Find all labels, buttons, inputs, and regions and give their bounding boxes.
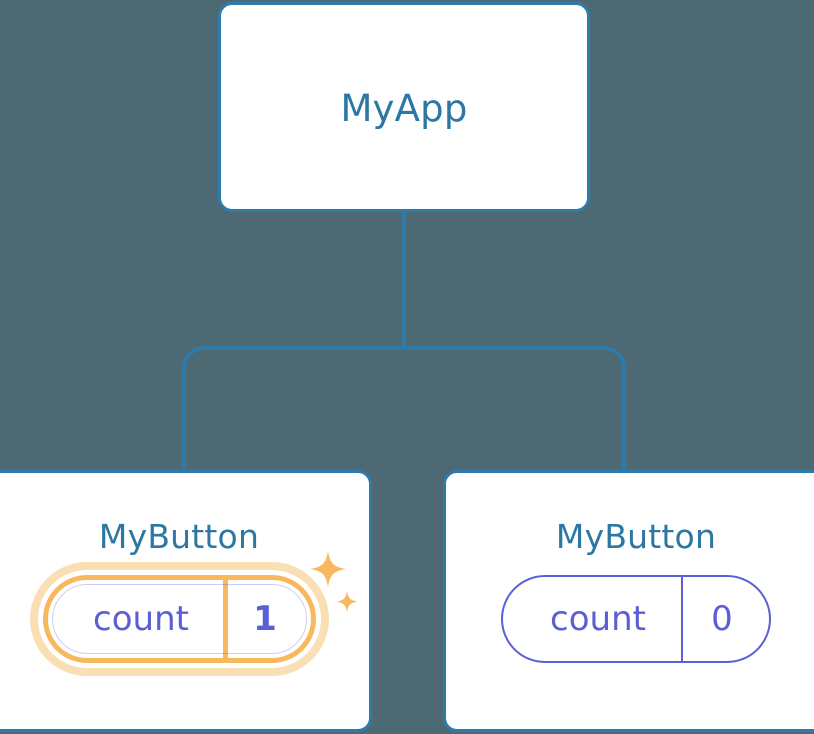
state-key-right: count <box>550 599 646 639</box>
connector-branch-right <box>404 346 626 472</box>
state-value-left: 1 <box>222 580 311 658</box>
state-pill-left[interactable]: count 1 <box>29 551 358 676</box>
connector-branch-left <box>182 346 404 472</box>
state-pill-right[interactable]: count 0 <box>501 575 771 663</box>
sparkle-small-icon <box>335 591 358 613</box>
node-card-mybutton-right[interactable]: MyButton count 0 <box>443 470 814 732</box>
node-title-mybutton-left: MyButton <box>98 517 260 556</box>
node-title-myapp: MyApp <box>340 87 468 130</box>
state-pill-body-right[interactable]: count 0 <box>501 575 771 663</box>
state-pill-body-left[interactable]: count 1 <box>42 575 316 663</box>
state-key-left: count <box>93 599 189 639</box>
highlight-halo <box>29 562 329 676</box>
state-pill-wrap-right: count 0 <box>446 575 814 663</box>
node-title-mybutton-right: MyButton <box>555 517 717 556</box>
state-value-right: 0 <box>681 577 769 661</box>
state-pill-wrap-left: count 1 <box>0 551 369 676</box>
node-card-myapp[interactable]: MyApp <box>218 2 590 212</box>
node-card-mybutton-left[interactable]: MyButton count 1 <box>0 470 372 732</box>
